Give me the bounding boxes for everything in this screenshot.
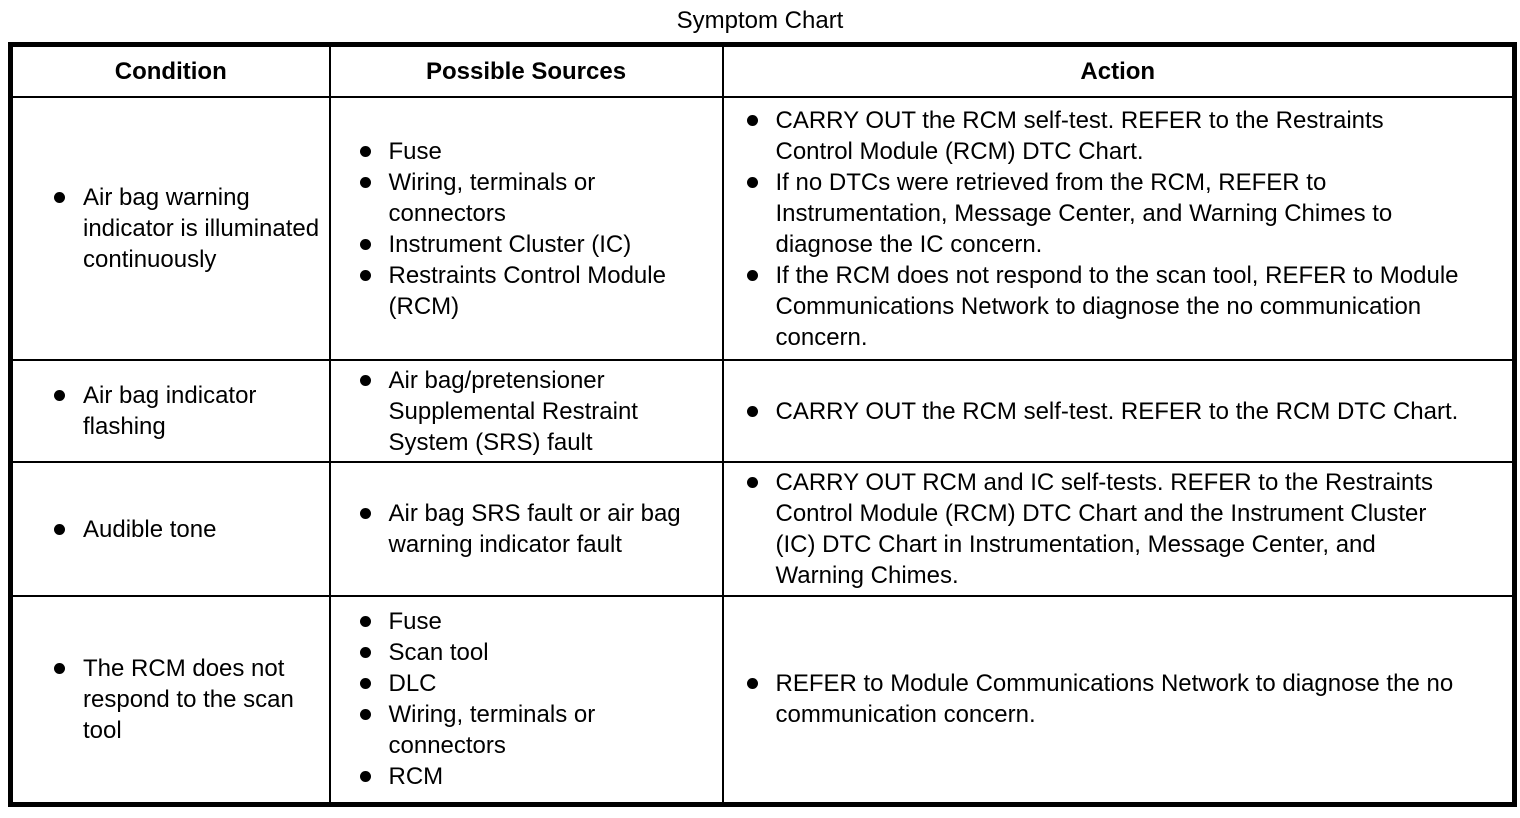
action-cell: CARRY OUT the RCM self-test. REFER to th…	[721, 359, 1516, 463]
source-item: Fuse	[337, 136, 722, 167]
source-item: Scan tool	[337, 637, 722, 668]
condition-cell: Air bag warning indicator is illuminated…	[9, 96, 331, 361]
action-cell: CARRY OUT RCM and IC self-tests. REFER t…	[721, 461, 1516, 597]
header-action: Action	[721, 43, 1516, 98]
action-item: If the RCM does not respond to the scan …	[724, 260, 1513, 353]
symptom-chart-table: Condition Possible Sources Action Air ba…	[8, 42, 1517, 807]
sources-cell: Fuse Scan tool DLC Wiring, terminals or …	[328, 595, 724, 805]
condition-text: Air bag indicator flashing	[31, 380, 329, 442]
page-title: Symptom Chart	[676, 7, 844, 34]
sources-cell: Air bag/pretensioner Supplemental Restra…	[328, 359, 724, 463]
source-item: Instrument Cluster (IC)	[337, 229, 722, 260]
source-item: Air bag SRS fault or air bag warning ind…	[337, 498, 722, 560]
header-possible-sources: Possible Sources	[328, 43, 724, 98]
condition-text: Audible tone	[31, 514, 329, 545]
table-row: Audible tone Air bag SRS fault or air ba…	[9, 461, 1516, 597]
source-item: Wiring, terminals or connectors	[337, 167, 722, 229]
source-item: Wiring, terminals or connectors	[337, 699, 722, 761]
source-item: Fuse	[337, 606, 722, 637]
header-condition: Condition	[9, 43, 331, 98]
sources-cell: Fuse Wiring, terminals or connectors Ins…	[328, 96, 724, 361]
action-item: CARRY OUT the RCM self-test. REFER to th…	[724, 396, 1513, 427]
header-row: Condition Possible Sources Action	[9, 43, 1516, 98]
condition-cell: The RCM does not respond to the scan too…	[9, 595, 331, 805]
action-item: REFER to Module Communications Network t…	[724, 668, 1513, 730]
condition-cell: Air bag indicator flashing	[9, 359, 331, 463]
table-row: Air bag indicator flashing Air bag/prete…	[9, 359, 1516, 463]
table-row: Air bag warning indicator is illuminated…	[9, 96, 1516, 361]
action-item: If no DTCs were retrieved from the RCM, …	[724, 167, 1513, 260]
condition-text: The RCM does not respond to the scan too…	[31, 653, 329, 746]
condition-text: Air bag warning indicator is illuminated…	[31, 182, 329, 275]
action-cell: REFER to Module Communications Network t…	[721, 595, 1516, 805]
source-item: Restraints Control Module (RCM)	[337, 260, 722, 322]
action-cell: CARRY OUT the RCM self-test. REFER to th…	[721, 96, 1516, 361]
table-row: The RCM does not respond to the scan too…	[9, 595, 1516, 805]
condition-cell: Audible tone	[9, 461, 331, 597]
action-item: CARRY OUT RCM and IC self-tests. REFER t…	[724, 467, 1513, 591]
source-item: DLC	[337, 668, 722, 699]
source-item: Air bag/pretensioner Supplemental Restra…	[337, 365, 722, 458]
source-item: RCM	[337, 761, 722, 792]
action-item: CARRY OUT the RCM self-test. REFER to th…	[724, 105, 1513, 167]
sources-cell: Air bag SRS fault or air bag warning ind…	[328, 461, 724, 597]
